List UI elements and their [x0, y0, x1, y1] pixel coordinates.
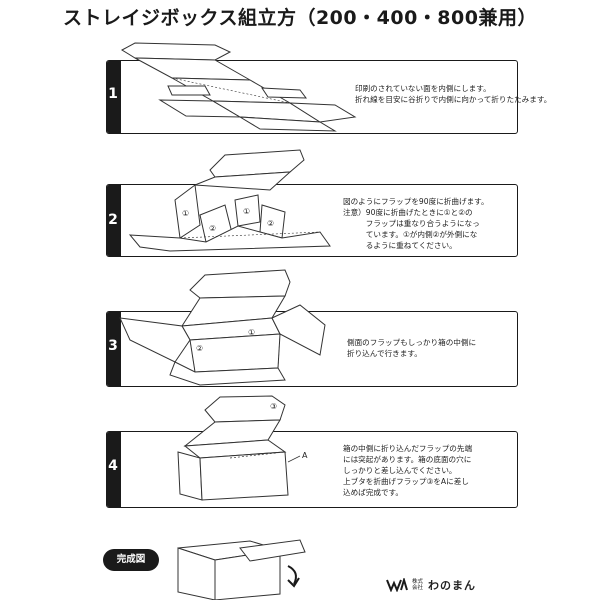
- step-2-circle-1b: ①: [243, 207, 251, 216]
- brand-name: わのまん: [428, 579, 476, 592]
- step-3-number: 3: [108, 338, 118, 354]
- step-1-tab: [107, 61, 121, 133]
- step-3-text: 側面のフラップもしっかり箱の中側に 折り込んで行きます。: [347, 338, 477, 358]
- step-4-tab: [107, 432, 121, 507]
- step-4-number: 4: [108, 458, 118, 474]
- brand-company-type: 株式会社: [412, 579, 424, 591]
- step-1-text: 印刷のされていない面を内側にします。 折れ線を目安に谷折りで内側に向かって折りた…: [355, 84, 552, 104]
- step-2-text: 図のようにフラップを90度に折曲げます。 注意）90度に折曲げたときに①と②の …: [343, 197, 489, 250]
- step-4-point-a: A: [302, 451, 308, 460]
- step-3-circle-2: ②: [196, 344, 204, 353]
- step-1-number: 1: [108, 86, 118, 102]
- step-2-circle-2: ②: [209, 224, 217, 233]
- step-4-frame: [106, 431, 518, 508]
- step-2-circle-1: ①: [182, 209, 190, 218]
- step-3-tab: [107, 312, 121, 386]
- step-4-circle-3: ③: [270, 402, 278, 411]
- completed-badge: 完成図: [103, 549, 159, 571]
- step-3-circle-1: ①: [248, 328, 256, 337]
- step-2-tab: [107, 185, 121, 256]
- step-2-number: 2: [108, 212, 118, 228]
- page-title: ストレイジボックス組立方（200・400・800兼用）: [63, 7, 537, 29]
- step-2-circle-2b: ②: [267, 219, 275, 228]
- brand-logo: 株式会社 わのまん: [386, 577, 476, 593]
- brand-mark-icon: [386, 578, 408, 592]
- step-4-text: 箱の中側に折り込んだフラップの先端 には突起があります。箱の底面の穴に しっかり…: [343, 444, 473, 497]
